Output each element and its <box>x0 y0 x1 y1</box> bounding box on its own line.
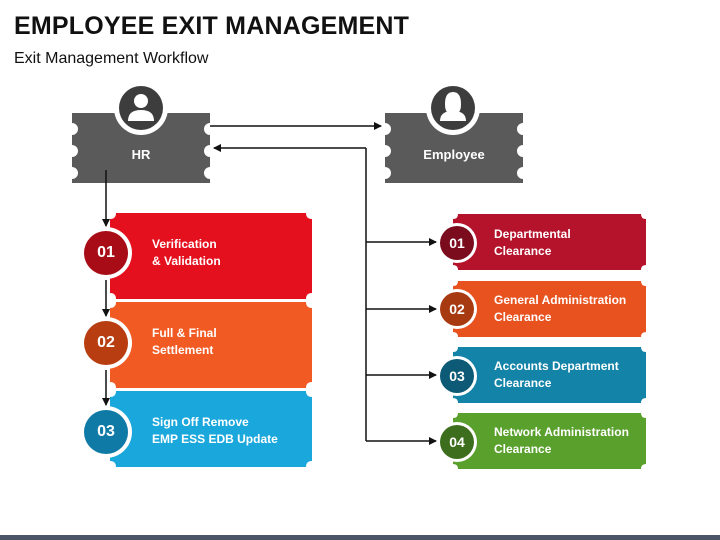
left-step-1 <box>80 213 312 299</box>
right-step-number: 03 <box>449 368 465 384</box>
right-step-text: General Administration Clearance <box>494 293 627 324</box>
left-step-3 <box>80 391 312 467</box>
page-title: EMPLOYEE EXIT MANAGEMENT <box>14 12 410 40</box>
hr-label: HR <box>131 147 151 162</box>
right-step-1 <box>437 214 646 270</box>
left-step-number: 01 <box>97 244 115 261</box>
left-step-text: Verification & Validation <box>152 237 221 268</box>
employee-label: Employee <box>423 147 485 162</box>
hr-box <box>72 81 210 183</box>
left-step-2 <box>80 302 312 388</box>
right-step-2 <box>437 281 646 337</box>
right-step-text: Departmental Clearance <box>494 227 571 258</box>
connectors <box>102 122 437 445</box>
left-step-text: Sign Off Remove EMP ESS EDB Update <box>152 415 278 446</box>
left-step-number: 02 <box>97 334 115 351</box>
page-subtitle: Exit Management Workflow <box>14 50 209 67</box>
right-step-number: 04 <box>449 434 465 450</box>
bottom-bar <box>0 535 720 540</box>
right-step-4 <box>437 413 646 469</box>
left-step-number: 03 <box>97 423 115 440</box>
right-step-number: 02 <box>449 301 465 317</box>
right-step-number: 01 <box>449 235 465 251</box>
person-icon <box>128 94 154 121</box>
left-step-text: Full & Final Settlement <box>152 326 217 357</box>
right-step-text: Accounts Department Clearance <box>494 359 619 390</box>
right-step-text: Network Administration Clearance <box>494 425 629 456</box>
right-step-3 <box>437 347 646 403</box>
employee-box <box>385 81 523 183</box>
person-female-icon <box>440 92 466 121</box>
